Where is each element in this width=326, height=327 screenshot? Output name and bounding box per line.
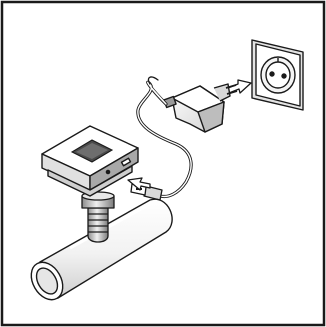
wall-socket-icon — [252, 40, 303, 110]
